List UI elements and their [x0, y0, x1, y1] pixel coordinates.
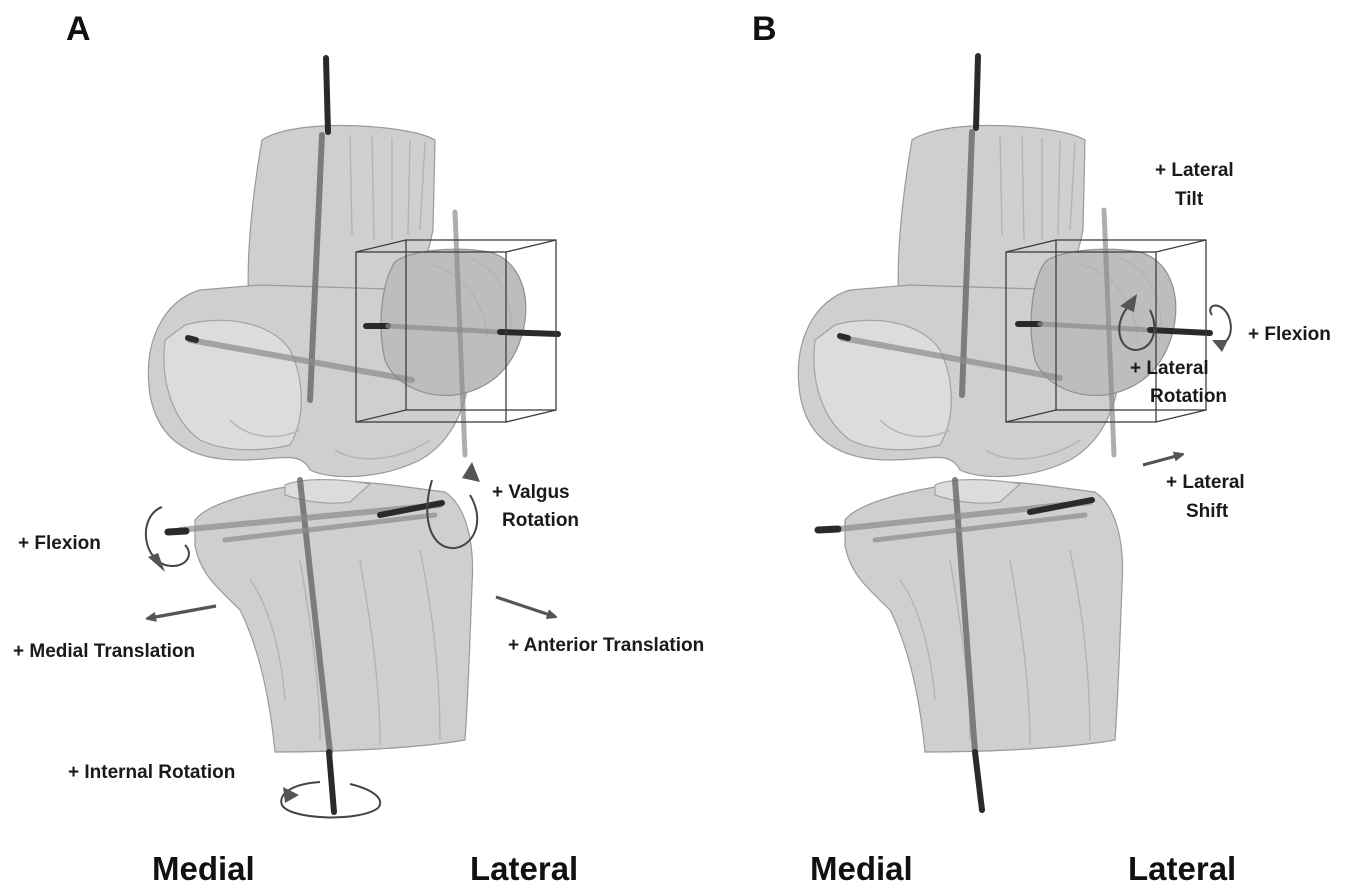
- lateral-label-b: Lateral: [1128, 850, 1236, 887]
- panel-b: B: [752, 10, 1331, 887]
- lateral-shift-label-line2-b: Shift: [1186, 501, 1229, 522]
- tibia-axis-tip-left-a: [168, 531, 186, 532]
- femur-axis-tip-b: [840, 336, 848, 338]
- knee-model-b: [798, 126, 1175, 752]
- valgus-label-line1-a: + Valgus: [492, 482, 570, 503]
- anterior-translation-arrow-a: [496, 597, 553, 616]
- tibia-axis-tip-left-b: [818, 529, 838, 530]
- knee-model-a: [148, 126, 525, 752]
- panel-a-letter: A: [66, 10, 91, 48]
- lateral-rotation-label-line1-b: + Lateral: [1130, 358, 1209, 379]
- lateral-label-a: Lateral: [470, 850, 578, 887]
- lateral-tilt-label-line2-b: Tilt: [1175, 189, 1204, 210]
- medial-translation-arrow-a: [150, 606, 216, 618]
- flexion-arrowhead-a: [148, 553, 165, 572]
- panel-b-letter: B: [752, 10, 777, 48]
- tibia-axis-bottom-a: [329, 752, 334, 812]
- lateral-shift-label-line1-b: + Lateral: [1166, 472, 1245, 493]
- lateral-shift-arrow-b: [1143, 455, 1180, 465]
- femur-axis-top-a: [326, 58, 328, 132]
- anterior-translation-label-a: + Anterior Translation: [508, 635, 704, 656]
- medial-label-a: Medial: [152, 850, 255, 887]
- tibia-axis-bottom-b: [975, 752, 982, 810]
- flexion-arrowhead-b: [1212, 340, 1228, 352]
- flexion-arc-b: [1210, 306, 1231, 343]
- panel-a: A: [13, 10, 704, 887]
- flexion-label-b: + Flexion: [1248, 324, 1331, 345]
- valgus-arrowhead-a: [462, 462, 480, 482]
- lateral-tilt-label-line1-b: + Lateral: [1155, 160, 1234, 181]
- internal-rotation-label-a: + Internal Rotation: [68, 762, 235, 783]
- femur-axis-tip-a: [188, 338, 196, 340]
- femur-axis-top-b: [976, 56, 978, 128]
- patella-axis-right-b: [1150, 330, 1210, 333]
- medial-translation-label-a: + Medial Translation: [13, 641, 195, 662]
- medial-label-b: Medial: [810, 850, 913, 887]
- patella-axis-right-a: [500, 332, 558, 334]
- flexion-label-a: + Flexion: [18, 533, 101, 554]
- lateral-rotation-label-line2-b: Rotation: [1150, 386, 1227, 407]
- valgus-label-line2-a: Rotation: [502, 510, 579, 531]
